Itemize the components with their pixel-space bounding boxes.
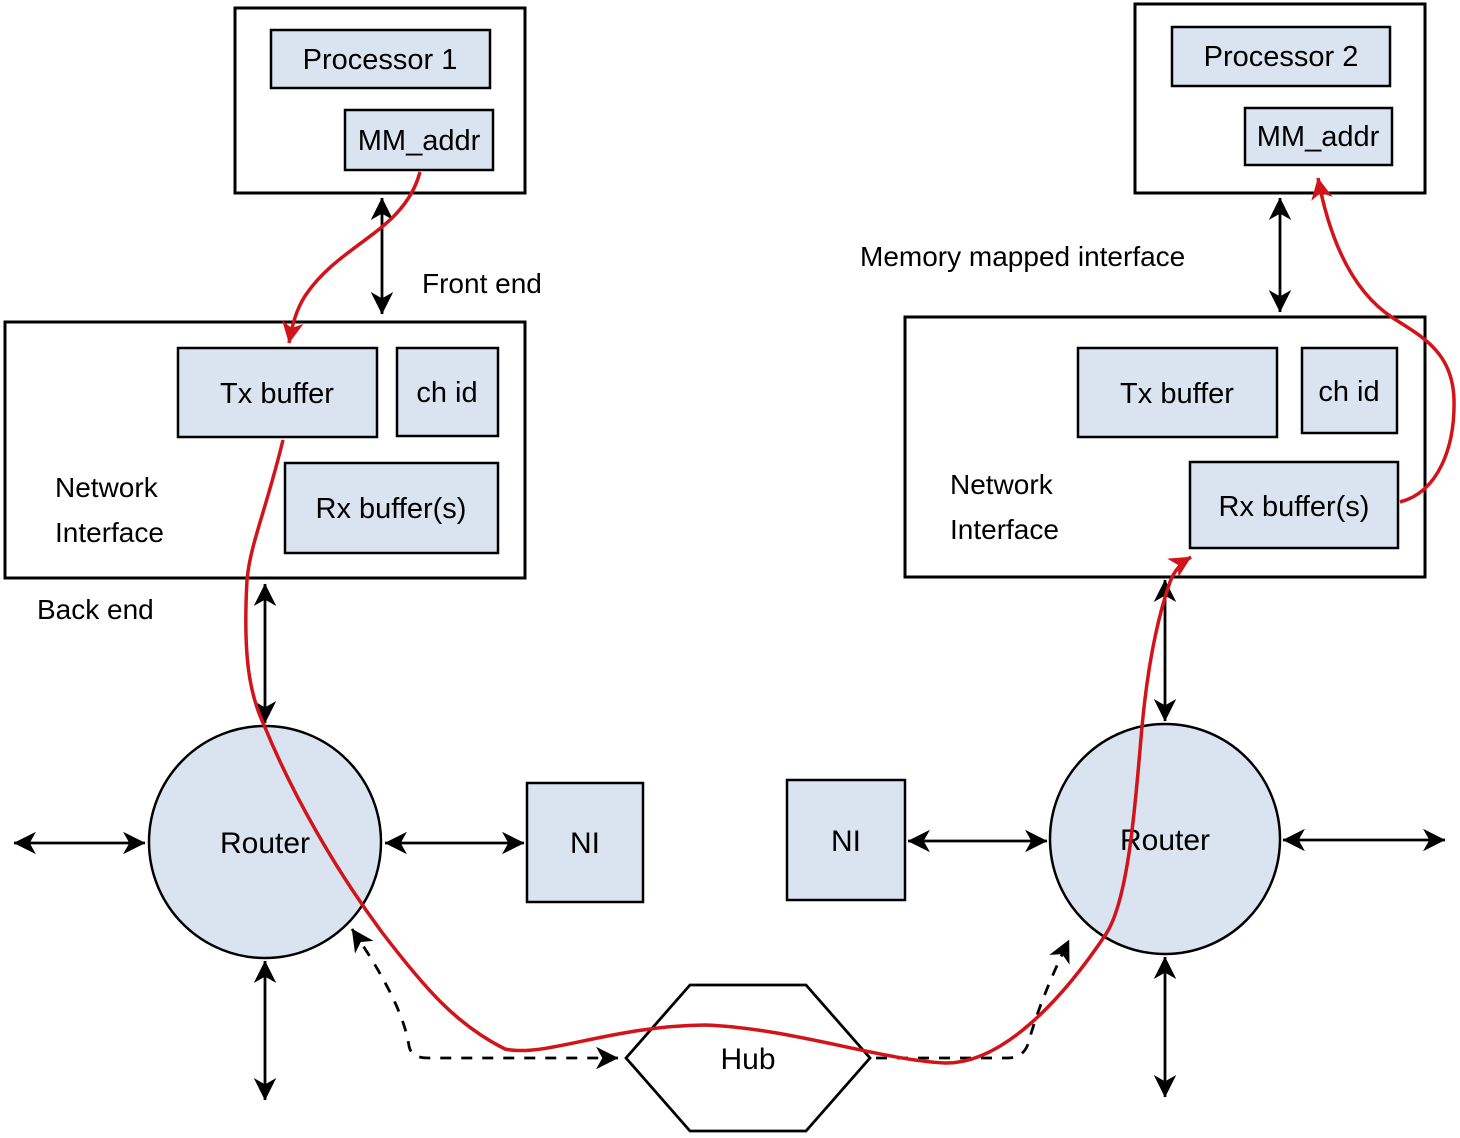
ni-node-right-box	[785, 778, 907, 902]
processor1-group: Processor 1 MM_addr	[233, 6, 527, 195]
tx-buffer-left-label: Tx buffer	[220, 378, 334, 410]
flow-txbuffer-to-rxbuffer	[244, 439, 1192, 1065]
ni-left-name-line1: Network	[55, 472, 159, 503]
ch-id-left-box	[395, 346, 500, 438]
hub-hexagon	[624, 983, 872, 1133]
ni-node-left-label: NI	[570, 827, 600, 860]
ni-left-group: Tx buffer ch id Rx buffer(s) Network Int…	[3, 320, 527, 580]
memory-mapped-interface-label: Memory mapped interface	[860, 241, 1185, 272]
dashed-link-hub-router-right	[833, 939, 1071, 1070]
annotations: Front end Back end Memory mapped interfa…	[37, 241, 1185, 625]
ni-left-name-line2: Interface	[55, 517, 164, 548]
ni-right-name-line1: Network	[950, 469, 1054, 500]
ni-node-left-box	[525, 781, 645, 904]
hub-links	[350, 928, 1071, 1070]
hub-label: Hub	[720, 1043, 775, 1076]
ni-right-name-line2: Interface	[950, 514, 1059, 545]
mm-addr2-box	[1243, 106, 1394, 167]
front-end-label: Front end	[422, 268, 542, 299]
rx-buffer-right-label: Rx buffer(s)	[1219, 491, 1370, 523]
tx-buffer-right-label: Tx buffer	[1120, 378, 1234, 410]
data-flow-path	[244, 171, 1456, 1065]
ni-node-right-group: NI	[785, 778, 907, 902]
ni-node-right-label: NI	[831, 825, 861, 858]
mm-addr1-label: MM_addr	[358, 125, 481, 157]
tx-buffer-left-box	[176, 346, 379, 439]
router-left-label: Router	[220, 827, 310, 860]
processor2-label: Processor 2	[1204, 41, 1359, 73]
processor1-label: Processor 1	[303, 44, 458, 76]
tx-buffer-right-box	[1076, 346, 1279, 439]
rx-buffer-right-box	[1188, 460, 1400, 550]
processor2-box	[1170, 25, 1392, 88]
router-right-circle	[1048, 722, 1282, 956]
ch-id-right-box	[1300, 346, 1399, 435]
router-right-label: Router	[1120, 824, 1210, 857]
back-end-label: Back end	[37, 594, 154, 625]
ni-right-group: Tx buffer ch id Rx buffer(s) Network Int…	[903, 315, 1427, 579]
flow-rxbuffer-to-mmaddr2	[1311, 177, 1456, 504]
ch-id-left-label: ch id	[416, 377, 477, 409]
flow-mmaddr1-to-txbuffer	[282, 171, 422, 344]
processor1-box	[269, 28, 492, 90]
hub-group: Hub	[624, 983, 872, 1133]
rx-buffer-left-label: Rx buffer(s)	[316, 493, 467, 525]
mm-addr2-label: MM_addr	[1257, 121, 1380, 153]
router-left-group: Router	[147, 724, 383, 960]
rx-buffer-left-box	[283, 461, 500, 555]
router-right-group: Router	[1048, 722, 1282, 956]
dashed-link-router-left-hub	[350, 928, 619, 1070]
ch-id-right-label: ch id	[1318, 376, 1379, 408]
processor2-group: Processor 2 MM_addr	[1133, 2, 1427, 195]
mm-addr1-box	[343, 108, 495, 172]
ni-node-left-group: NI	[525, 781, 645, 904]
